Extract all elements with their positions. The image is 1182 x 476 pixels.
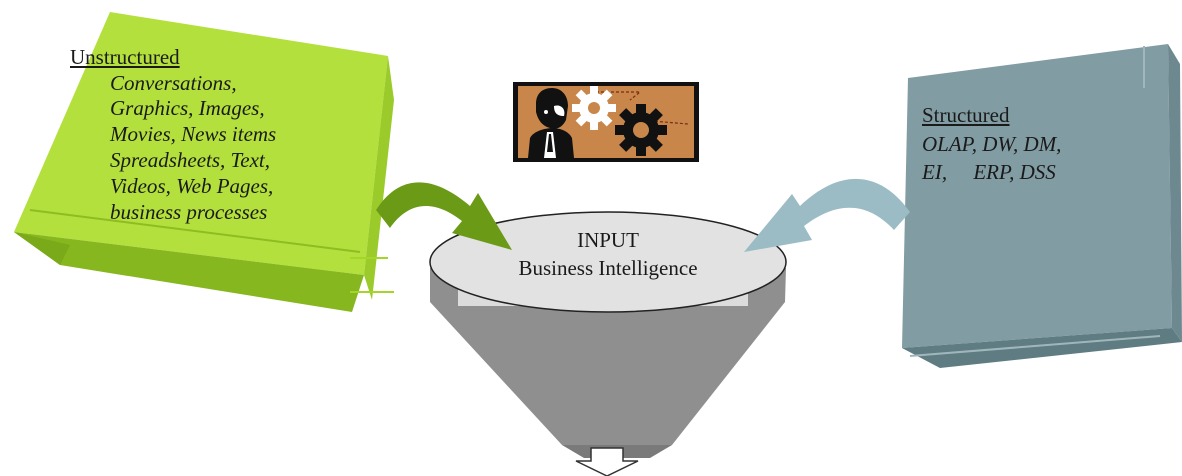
business-gears-icon bbox=[513, 82, 699, 162]
funnel bbox=[429, 211, 787, 458]
funnel-top-ellipse bbox=[429, 211, 787, 313]
structured-heading: Structured bbox=[922, 103, 1010, 127]
unstructured-item: Graphics, Images, bbox=[110, 96, 265, 120]
unstructured-item: business processes bbox=[110, 200, 268, 224]
unstructured-arrow bbox=[376, 182, 512, 250]
unstructured-item: Spreadsheets, Text, bbox=[110, 148, 271, 172]
structured-item: EI, ERP, DSS bbox=[922, 160, 1056, 184]
unstructured-item: Movies, News items bbox=[110, 122, 277, 146]
unstructured-heading: Unstructured bbox=[70, 45, 180, 69]
structured-item: OLAP, DW, DM, bbox=[922, 132, 1062, 156]
funnel-bi-label: Business Intelligence bbox=[518, 256, 698, 280]
unstructured-item: Videos, Web Pages, bbox=[110, 174, 274, 198]
structured-box bbox=[902, 44, 1182, 368]
funnel-input-label: INPUT bbox=[577, 228, 639, 252]
structured-arrow bbox=[744, 178, 910, 252]
unstructured-box bbox=[14, 12, 394, 312]
unstructured-item: Conversations, bbox=[110, 71, 237, 95]
down-arrow-icon bbox=[575, 447, 639, 476]
